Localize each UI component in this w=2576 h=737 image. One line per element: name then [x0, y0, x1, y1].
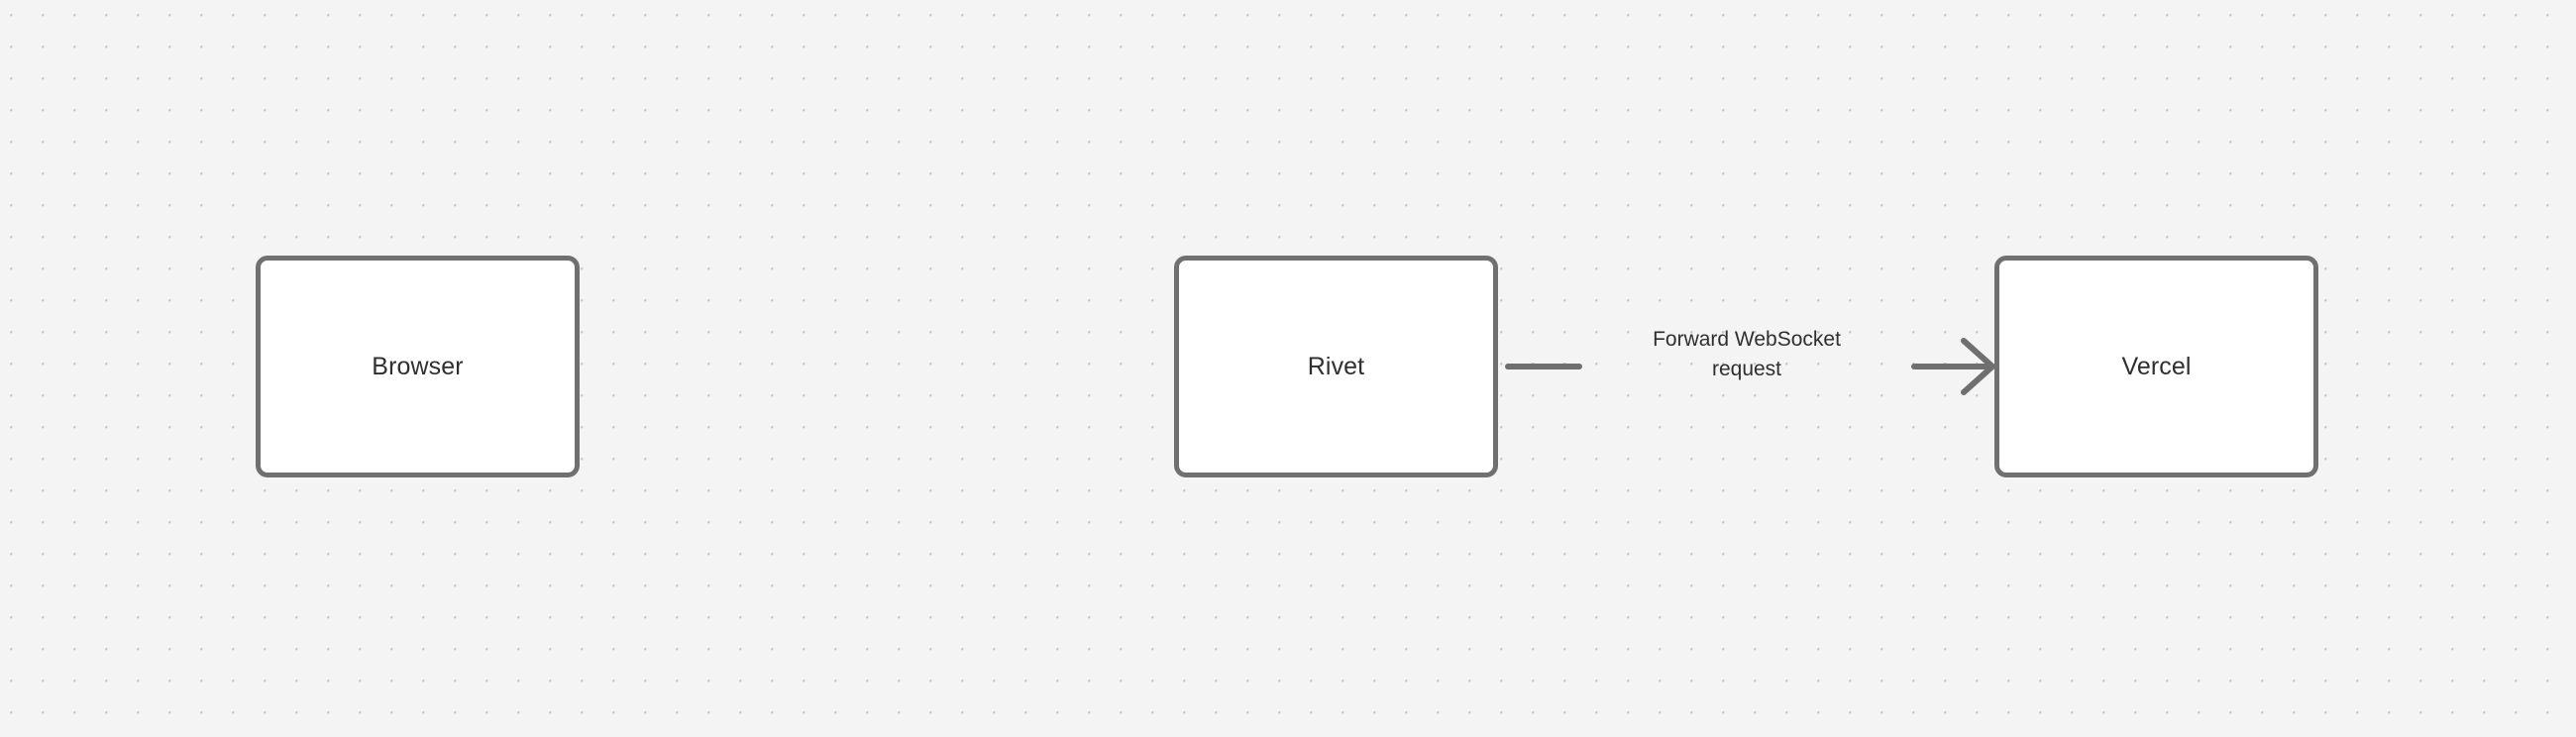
- node-browser[interactable]: Browser: [256, 256, 580, 477]
- node-rivet[interactable]: Rivet: [1174, 256, 1498, 477]
- edge-label-forward-websocket-request: Forward WebSocket request: [1653, 328, 1841, 380]
- node-browser-label: Browser: [372, 353, 464, 380]
- arrowhead-icon: [1961, 338, 1995, 395]
- node-vercel-label: Vercel: [2121, 353, 2192, 380]
- node-rivet-label: Rivet: [1307, 353, 1365, 380]
- node-vercel[interactable]: Vercel: [1994, 256, 2318, 477]
